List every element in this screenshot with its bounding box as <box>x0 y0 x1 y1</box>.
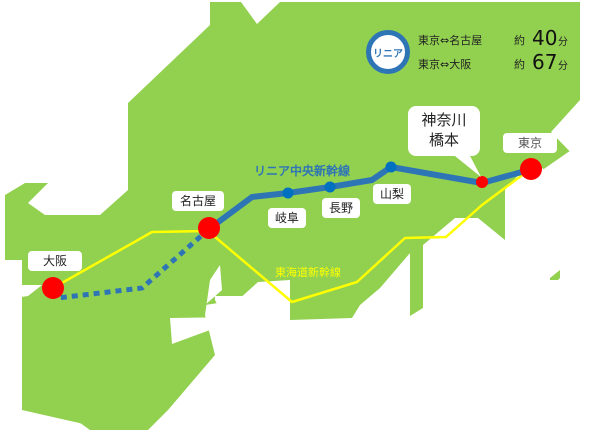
legend-approx: 約 <box>514 58 525 71</box>
legend-unit: 分 <box>558 37 568 48</box>
station-dot-nagano[interactable] <box>324 181 336 193</box>
legend-row-nagoya: 東京⇔名古屋 約 40 分 <box>418 26 588 50</box>
legend-route: 東京⇔大阪 <box>418 58 472 71</box>
legend-approx: 約 <box>514 34 525 47</box>
callout-line-2: 橋本 <box>428 131 459 149</box>
station-callout-kanagawa-hashimoto[interactable]: 神奈川 橋本 <box>408 106 480 156</box>
legend-minutes: 67 <box>532 50 558 74</box>
station-dot-osaka[interactable] <box>42 277 64 299</box>
station-label-nagano[interactable]: 長野 <box>322 198 360 218</box>
sea-ise-bay <box>170 256 260 344</box>
station-label-yamanashi[interactable]: 山梨 <box>373 184 411 204</box>
station-dot-yamanashi[interactable] <box>385 161 397 173</box>
sea-osaka-bay <box>0 285 42 300</box>
station-dot-gifu[interactable] <box>282 187 294 199</box>
linear-badge-icon: リニア <box>366 30 410 74</box>
sea-south <box>0 340 20 430</box>
linear-line-label: リニア中央新幹線 <box>254 164 351 178</box>
callout-pointer <box>450 152 481 177</box>
station-label-osaka[interactable]: 大阪 <box>28 251 82 271</box>
station-label-gifu[interactable]: 岐阜 <box>268 208 306 228</box>
land-kii <box>22 278 210 425</box>
callout-line-1: 神奈川 <box>421 111 467 129</box>
legend-route: 東京⇔名古屋 <box>418 34 483 47</box>
linear-chuo-line[interactable] <box>207 164 530 232</box>
legend-row-osaka: 東京⇔大阪 約 67 分 <box>418 50 588 74</box>
tokaido-shinkansen-line <box>52 168 530 304</box>
sea-tokyo-bay <box>528 130 600 420</box>
legend-minutes: 40 <box>532 26 558 50</box>
station-label-tokyo[interactable]: 東京 <box>503 133 557 153</box>
station-dot-tokyo[interactable] <box>520 158 542 180</box>
tokaido-line-label: 東海道新幹線 <box>275 266 341 279</box>
station-dot-nagoya[interactable] <box>198 217 220 239</box>
linear-planned-extension <box>57 227 211 301</box>
station-label-nagoya[interactable]: 名古屋 <box>172 191 224 211</box>
legend-unit: 分 <box>558 61 568 72</box>
travel-time-legend: リニア 東京⇔名古屋 約 40 分 東京⇔大阪 約 67 分 <box>366 26 588 78</box>
station-dot-kanagawa[interactable] <box>476 176 488 188</box>
